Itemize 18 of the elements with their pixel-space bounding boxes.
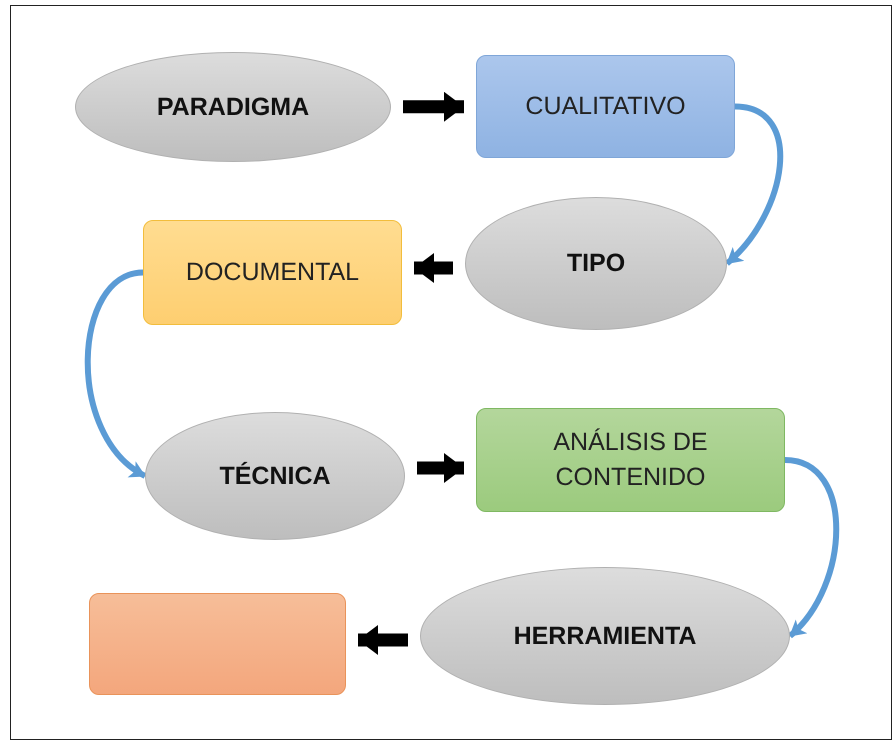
block-arrow <box>414 253 453 283</box>
process-box <box>476 55 735 158</box>
process-box <box>89 593 346 695</box>
node-label: PARADIGMA <box>156 92 310 122</box>
node-label: HERRAMIENTA <box>512 620 698 652</box>
block-arrow <box>417 453 464 483</box>
node-label: CUALITATIVO <box>524 91 687 122</box>
block-arrow <box>358 625 408 655</box>
block-arrow <box>403 92 464 122</box>
curved-arrow <box>724 104 783 266</box>
node-label: DOCUMENTAL <box>184 257 360 288</box>
process-box <box>143 220 402 325</box>
process-box <box>476 408 785 512</box>
curved-arrow <box>784 457 840 638</box>
curved-arrow <box>84 270 147 478</box>
node-label: TIPO <box>566 248 626 279</box>
node-label: TÉCNICA <box>218 460 332 492</box>
node-label: ANÁLISIS DE CONTENIDO <box>552 427 709 493</box>
